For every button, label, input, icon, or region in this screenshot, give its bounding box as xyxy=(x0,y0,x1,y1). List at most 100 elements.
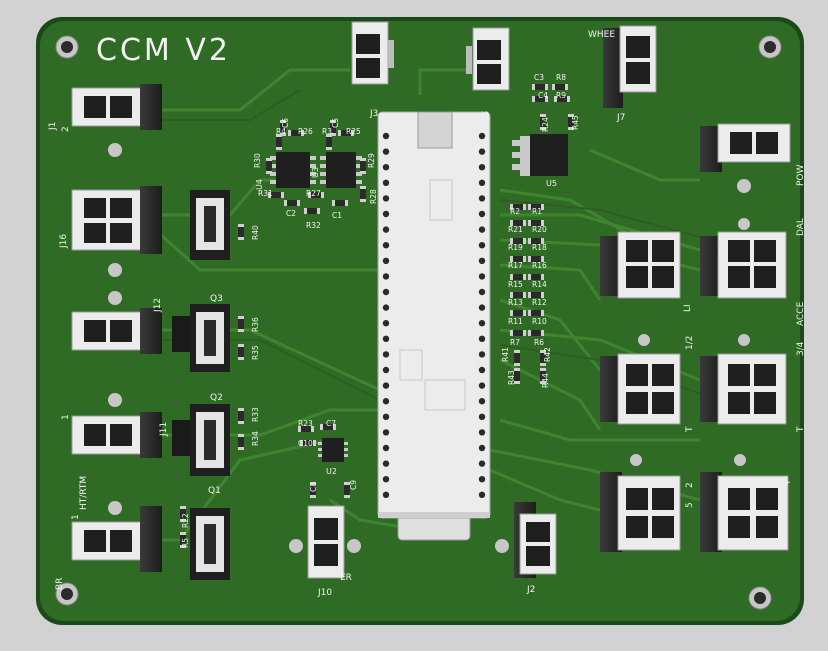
label-r23: R23 xyxy=(298,419,313,428)
header-pin xyxy=(478,179,486,186)
svg-text:J11: J11 xyxy=(159,422,169,437)
connector-j2[interactable] xyxy=(495,502,557,578)
header-pin xyxy=(478,210,486,218)
passive-r3 xyxy=(326,134,332,150)
header-pin xyxy=(478,257,486,264)
label-r42: R42 xyxy=(543,347,552,362)
header-pin xyxy=(478,288,486,296)
header-pin xyxy=(382,273,390,280)
connector-right-a[interactable] xyxy=(600,231,681,299)
label-r29: R29 xyxy=(367,153,376,168)
microcontroller-module xyxy=(377,111,491,541)
header-pin xyxy=(478,132,486,140)
connector-brake[interactable] xyxy=(71,501,162,572)
passive-r32 xyxy=(304,208,320,214)
label-c10: C10 xyxy=(298,439,313,448)
label-r45: R45 xyxy=(571,115,580,130)
connector-j12[interactable] xyxy=(71,291,162,354)
ic-u3 xyxy=(320,152,362,188)
header-pin xyxy=(382,257,390,264)
passive-r19 xyxy=(510,238,526,244)
svg-text:U3: U3 xyxy=(311,167,320,178)
connector-right-d[interactable] xyxy=(600,454,681,552)
passive-r22 xyxy=(180,506,186,522)
mosfet-top xyxy=(190,190,230,260)
header-pin xyxy=(382,164,390,171)
connector-j11[interactable] xyxy=(71,393,162,458)
connector-j3[interactable] xyxy=(351,21,394,85)
header-pin xyxy=(478,320,486,327)
passive-c6 xyxy=(280,120,286,136)
passive-c5 xyxy=(330,120,336,136)
svg-text:J16: J16 xyxy=(59,234,69,249)
label-r14: R14 xyxy=(532,280,547,289)
connector-j7[interactable] xyxy=(603,25,657,108)
header-pin xyxy=(478,429,486,436)
passive-r29 xyxy=(360,158,366,174)
header-pin xyxy=(382,460,390,467)
passive-r12 xyxy=(528,292,544,298)
svg-text:Q1: Q1 xyxy=(208,486,221,496)
label-r10: R10 xyxy=(532,317,547,326)
passive-r13 xyxy=(510,292,526,298)
label-r12: R12 xyxy=(532,298,547,307)
ic-u2 xyxy=(318,438,348,462)
header-pin xyxy=(478,164,486,171)
label-r16: R16 xyxy=(532,261,547,270)
svg-text:1/2: 1/2 xyxy=(685,336,695,350)
connector-right-b[interactable] xyxy=(600,334,681,425)
label-r2: R2 xyxy=(510,207,520,216)
label-r41: R41 xyxy=(501,347,510,362)
svg-text:2: 2 xyxy=(61,126,71,132)
label-r36: R36 xyxy=(251,317,260,332)
svg-text:J7: J7 xyxy=(616,113,625,123)
label-r27: R27 xyxy=(306,189,321,198)
passive-r33 xyxy=(238,408,244,424)
passive-r15 xyxy=(510,274,526,280)
header-pin xyxy=(382,148,390,155)
label-r19: R19 xyxy=(508,243,523,252)
svg-text:+: + xyxy=(783,478,793,486)
header-pin xyxy=(478,304,486,311)
passive-c3 xyxy=(532,84,548,90)
connector-pedal[interactable] xyxy=(700,218,787,299)
connector-right-c[interactable] xyxy=(700,334,787,425)
svg-text:2: 2 xyxy=(685,482,695,488)
passive-c7 xyxy=(320,424,336,430)
svg-text:U4: U4 xyxy=(255,179,264,190)
svg-text:Q3: Q3 xyxy=(210,294,223,304)
mosfet-q2 xyxy=(172,404,230,476)
ic-u5-regulator xyxy=(512,134,568,176)
svg-text:LI: LI xyxy=(683,304,693,312)
connector-power[interactable] xyxy=(700,123,791,193)
passive-r34 xyxy=(238,434,244,450)
header-pin xyxy=(382,195,390,202)
passive-r35 xyxy=(238,344,244,360)
connector-j16[interactable] xyxy=(71,186,162,277)
connector-j10[interactable] xyxy=(289,505,361,579)
passive-c10 xyxy=(300,440,316,446)
connector-j9[interactable] xyxy=(466,27,510,91)
passive-r42 xyxy=(540,350,546,366)
connector-j1[interactable] xyxy=(71,84,162,157)
label-r32: R32 xyxy=(306,221,321,230)
header-pin xyxy=(382,179,390,186)
connector-right-e[interactable] xyxy=(700,454,789,552)
header-pin xyxy=(382,304,390,311)
passive-c1 xyxy=(332,200,348,206)
header-pin xyxy=(478,366,486,374)
passive-r6 xyxy=(528,330,544,336)
label-r40: R40 xyxy=(251,225,260,240)
passive-r41 xyxy=(514,350,520,366)
header-pin xyxy=(382,242,390,249)
label-r4: R4 xyxy=(276,127,286,136)
passive-r2 xyxy=(510,204,526,210)
label-r5: R5 xyxy=(181,538,190,548)
passive-r1 xyxy=(528,204,544,210)
label-c2: C2 xyxy=(286,209,296,218)
header-pin xyxy=(478,273,486,280)
label-c3: C3 xyxy=(534,73,544,82)
passive-r8 xyxy=(552,84,568,90)
